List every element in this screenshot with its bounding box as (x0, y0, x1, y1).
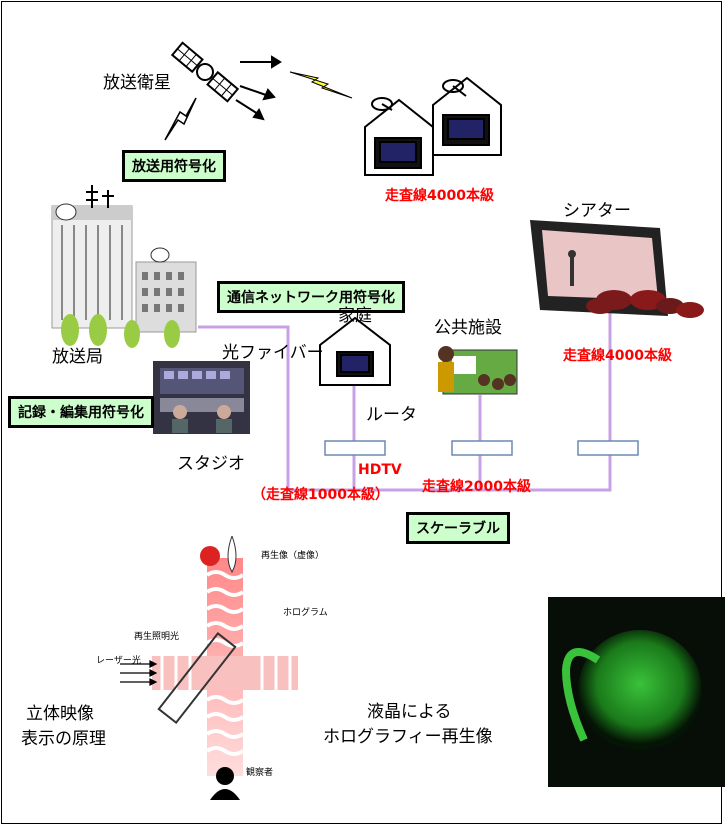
fiber-label: 光ファイバー (222, 343, 324, 363)
broadcast-station-label: 放送局 (52, 347, 103, 367)
router-icon (324, 440, 639, 456)
theater-icon (530, 220, 704, 318)
lines-1000-label: （走査線1000本級） (252, 487, 389, 503)
holography-handle-icon (561, 648, 601, 742)
holo-illumination-label: 再生照明光 (134, 632, 180, 642)
holo-laser-label: レーザー光 (96, 656, 141, 666)
fiber-network (198, 288, 612, 492)
holo-lc-line1: 液晶による (367, 702, 452, 722)
uplink-bolt-icon (164, 97, 197, 141)
stereo-principle-line1: 立体映像 (26, 704, 94, 724)
satellite-icon (170, 41, 240, 103)
holo-lc-line2: ホログラフィー再生像 (323, 727, 493, 747)
holo-observer-label: 観察者 (246, 768, 274, 778)
studio-label: スタジオ (177, 454, 245, 474)
hdtv-label: HDTV (358, 462, 402, 478)
lines-2000-label: 走査線2000本級 (422, 479, 531, 495)
broadcast-station-icon (51, 185, 197, 348)
public-facility-label: 公共施設 (434, 318, 502, 338)
home-receiver-2 (432, 76, 502, 156)
stereo-principle-line2: 表示の原理 (21, 729, 106, 749)
home-house-icon (319, 316, 391, 386)
home-receiver-1 (364, 97, 434, 176)
theater-lines-label: 走査線4000本級 (563, 348, 672, 364)
lightning-icon (289, 71, 353, 99)
hologram-diagram (120, 535, 298, 800)
satellite-label: 放送衛星 (103, 73, 171, 93)
public-facility-icon (438, 346, 518, 395)
studio-icon (153, 361, 250, 434)
broadcast-coding-box: 放送用符号化 (122, 150, 226, 182)
theater-label: シアター (563, 201, 631, 221)
record-coding-box: 記録・編集用符号化 (8, 396, 154, 428)
home-label: 家庭 (338, 306, 372, 326)
scalable-box: スケーラブル (406, 512, 510, 544)
router-label: ルータ (366, 405, 417, 425)
network-coding-box: 通信ネットワーク用符号化 (217, 281, 405, 313)
holo-hologram-label: ホログラム (283, 608, 328, 618)
signal-arrows-icon (235, 55, 282, 121)
holo-reproduced-label: 再生像（虚像） (261, 551, 325, 561)
home-lines-4000-label: 走査線4000本級 (385, 188, 494, 204)
